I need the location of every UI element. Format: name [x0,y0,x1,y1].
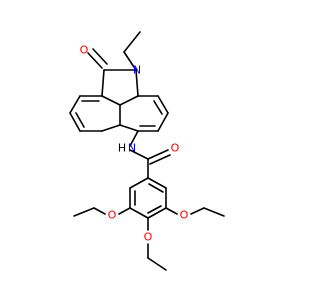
atom-layer: O N N H O O O O [80,44,189,244]
bond-right-ch2-ch3 [203,207,225,217]
bond-left-2 [69,95,81,114]
bond-left-ch2-ch3 [73,207,95,217]
structure-diagram: O N N H O O O O [69,31,225,271]
bond-benz-1 [147,177,167,189]
atom-ether-oxygen-right: O [180,209,189,222]
bond-right-2b [153,100,163,115]
bond-right-5 [119,124,139,132]
bond-o-right-ch2 [190,207,205,215]
bond-amide-co-2 [149,154,171,165]
molecule-canvas: O N N H O O O O [69,31,225,271]
bond-left-3 [69,112,81,132]
bond-ring-to-nh [129,130,139,147]
bond-benz-3 [147,207,167,219]
bond-benz-4 [129,207,149,219]
bond-benz-6 [129,177,149,189]
atom-amide-hydrogen: H [118,142,126,155]
bond-benz-o-left [118,207,131,215]
atom-amide-oxygen: O [171,142,180,155]
bond-benz-3b [147,205,162,214]
bond-core-1 [101,95,121,106]
bond-right-3 [157,112,169,132]
bond-layer [69,31,225,271]
bond-carbonyl-co-1 [87,52,103,69]
atom-lactam-nitrogen: N [133,64,141,77]
atom-ether-oxygen-bottom: O [144,231,153,244]
bond-ethyl-ch2-ch3 [123,31,141,53]
atom-amide-nitrogen: N [128,142,136,155]
bond-benz-1b [148,183,164,193]
bond-right-2 [157,95,169,114]
atom-lactam-oxygen: O [80,44,89,57]
bond-o-left-ch2 [93,207,106,215]
bond-benz-o-right [165,207,178,215]
bond-carbonyl-c-ring [101,69,105,97]
bond-bottom-ch2-ch3 [147,257,167,271]
bond-nh-carbonyl [129,149,149,160]
bond-amide-co-1 [147,149,169,160]
bond-left-5 [101,124,121,132]
bond-ethyl-n-ch2 [123,51,137,71]
bond-carbonyl-co-2 [92,48,108,65]
atom-ether-oxygen-left: O [108,209,117,222]
bond-left-3b [75,112,85,128]
bond-n-ring-c [135,69,139,97]
bond-core-2 [119,95,139,106]
